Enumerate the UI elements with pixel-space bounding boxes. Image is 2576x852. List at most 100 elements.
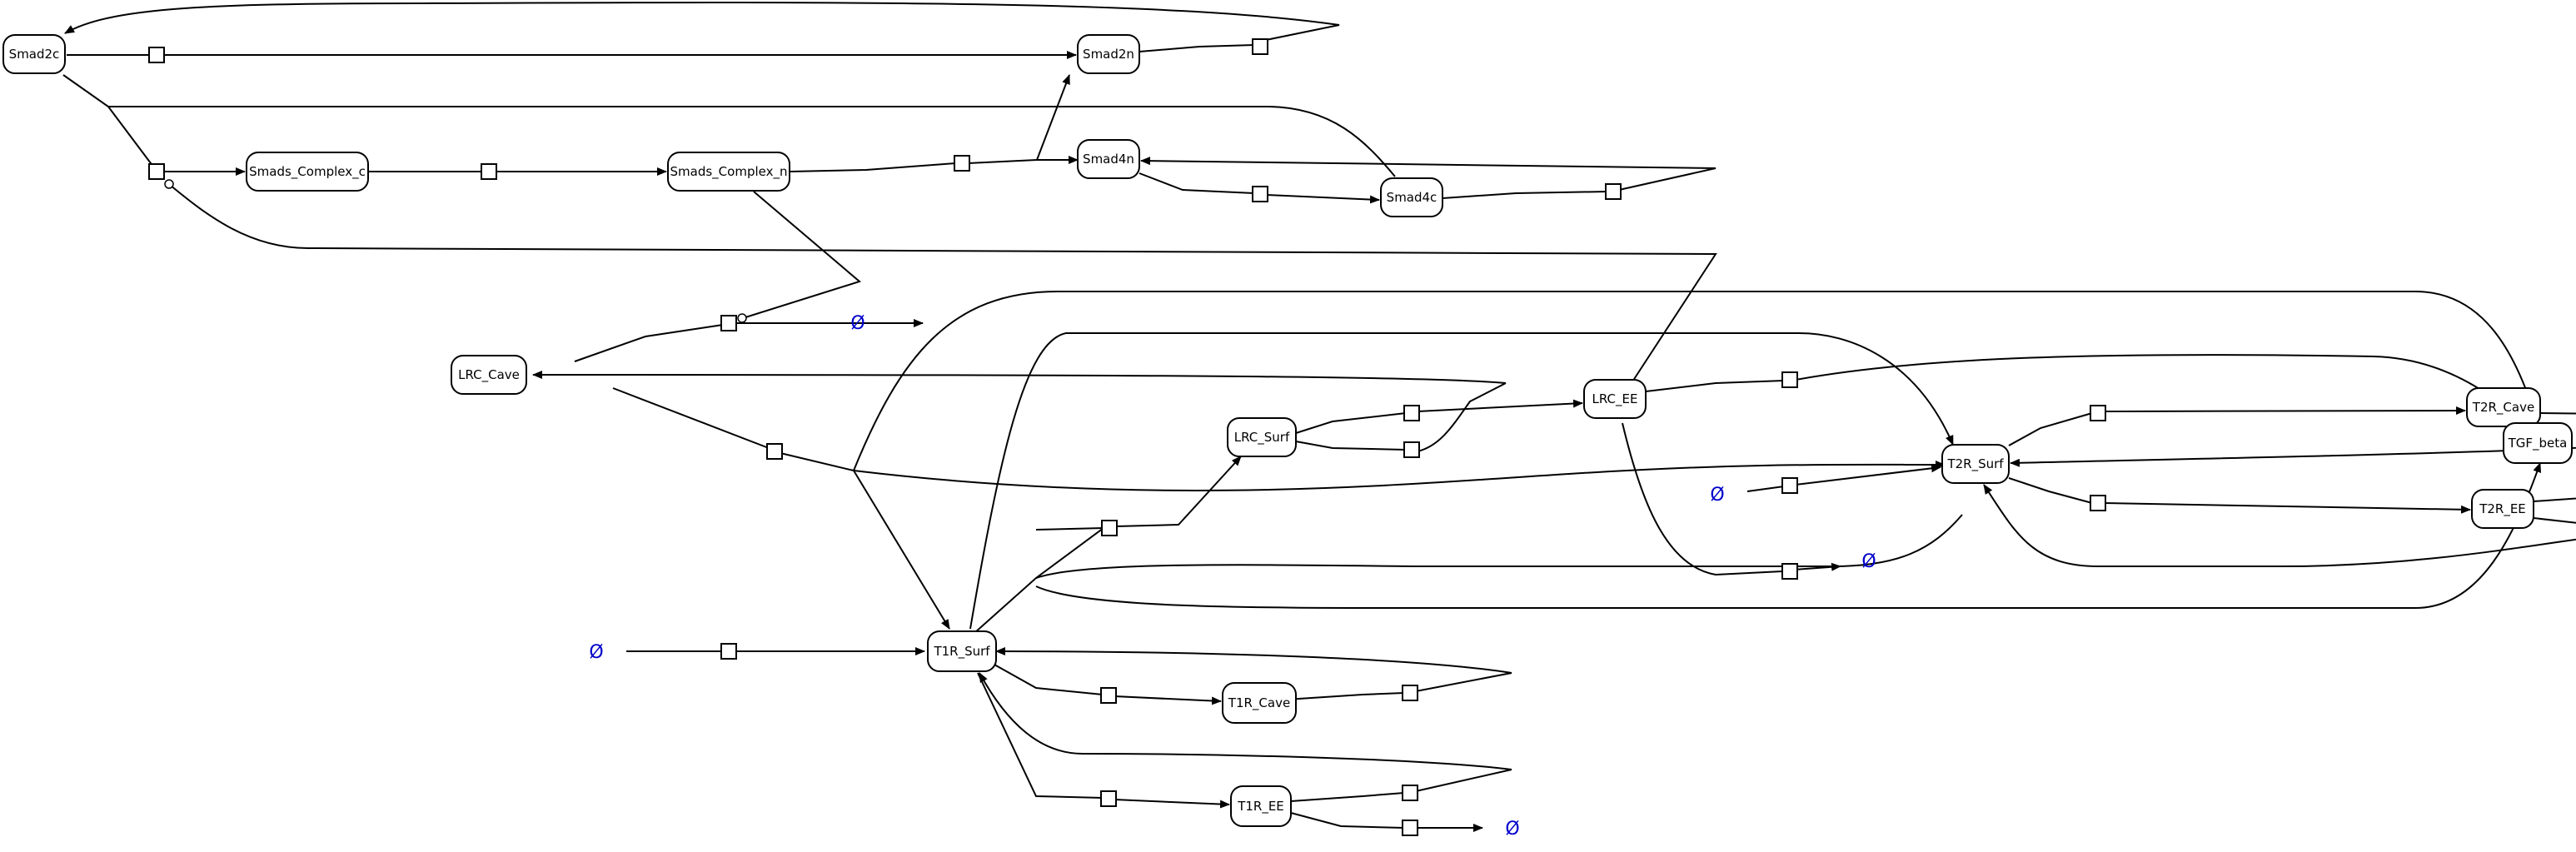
node-tgf-beta[interactable]: TGF_beta	[2503, 422, 2573, 464]
node-box	[1583, 379, 1647, 419]
process-node	[481, 163, 497, 180]
edge	[62, 74, 154, 167]
node-label: T2R_EE	[2479, 501, 2526, 517]
edge	[780, 452, 855, 471]
node-t1r-surf[interactable]: T1R_Surf	[927, 630, 997, 672]
process-node	[1403, 405, 1420, 421]
edge	[1290, 812, 1405, 829]
node-t1r-cave[interactable]: T1R_Cave	[1222, 682, 1297, 724]
node-box	[1227, 417, 1297, 457]
edge	[1793, 562, 1841, 571]
empty-set-symbols: Ø Ø Ø Ø Ø Ø	[589, 313, 1876, 840]
edge	[979, 672, 1512, 792]
edge	[2008, 477, 2093, 504]
edge	[1295, 441, 1407, 451]
process-node	[720, 315, 737, 331]
process-node	[766, 443, 783, 460]
node-label: Smad2n	[1083, 47, 1134, 62]
edge	[1036, 74, 1070, 161]
node-smad2n[interactable]: Smad2n	[1077, 34, 1140, 74]
edge	[108, 106, 1396, 177]
edge	[969, 332, 1954, 630]
edge	[532, 371, 1507, 384]
edge	[1983, 484, 2576, 567]
node-box	[2466, 387, 2541, 427]
node-lrc-ee[interactable]: LRC_EE	[1583, 379, 1647, 419]
node-label: Smad2c	[9, 47, 60, 62]
edge	[853, 470, 950, 630]
edge	[1417, 399, 1583, 412]
node-label: LRC_Cave	[458, 367, 520, 383]
process-node	[1781, 477, 1798, 494]
process-node	[1781, 563, 1798, 580]
edge	[1139, 172, 1255, 194]
node-box	[1941, 444, 2010, 484]
edge	[1442, 191, 1608, 199]
node-box	[1077, 34, 1140, 74]
edge	[2008, 412, 2093, 446]
species-nodes: Smad2c Smad2n Smads_Complex_c Smads_Comp…	[2, 34, 2573, 827]
process-node	[148, 47, 165, 63]
edge	[1285, 692, 1405, 700]
process-node	[1402, 785, 1418, 801]
node-smad2c[interactable]: Smad2c	[2, 34, 66, 74]
node-box	[1077, 139, 1140, 179]
process-node	[2090, 405, 2106, 421]
empty-set-symbol: Ø	[1710, 485, 1724, 506]
process-node	[1402, 685, 1418, 701]
empty-set-symbol: Ø	[589, 642, 603, 663]
node-label: T1R_Cave	[1228, 695, 1290, 711]
modifier-circle	[164, 179, 174, 189]
edge	[1417, 382, 1507, 452]
edge	[1295, 412, 1407, 434]
node-label: Smad4n	[1083, 152, 1134, 167]
process-node	[1101, 520, 1118, 536]
process-node	[720, 643, 737, 660]
node-label: T2R_Cave	[2472, 400, 2534, 416]
node-smad4n[interactable]: Smad4n	[1077, 139, 1140, 179]
node-smads-complex-n[interactable]: Smads_Complex_n	[667, 152, 790, 192]
edge	[995, 647, 1512, 692]
edge	[1140, 157, 1717, 191]
node-label: Smads_Complex_n	[670, 164, 788, 180]
node-box	[2471, 489, 2534, 529]
edge	[1114, 695, 1222, 705]
edge	[1035, 527, 1104, 531]
edge	[169, 184, 1717, 389]
node-t2r-surf[interactable]: T2R_Surf	[1941, 444, 2010, 484]
edge	[574, 324, 724, 362]
node-t1r-ee[interactable]: T1R_EE	[1230, 785, 1292, 827]
edge	[2103, 502, 2471, 514]
edge	[789, 162, 957, 172]
empty-set-symbol: Ø	[1861, 551, 1876, 572]
process-node	[1252, 186, 1268, 202]
edge	[2533, 497, 2576, 502]
empty-set-symbol: Ø	[1505, 819, 1519, 840]
process-node	[1100, 687, 1117, 704]
node-box	[1230, 785, 1292, 827]
edge	[853, 291, 2539, 471]
process-node	[1403, 441, 1420, 458]
node-label: Smads_Complex_c	[249, 164, 366, 180]
node-smad4c[interactable]: Smad4c	[1380, 177, 1443, 217]
process-node	[1252, 38, 1268, 55]
edge	[612, 387, 770, 449]
node-lrc-surf[interactable]: LRC_Surf	[1227, 417, 1297, 457]
edges	[62, 2, 2576, 832]
edge	[1290, 792, 1405, 802]
edge	[1645, 380, 1785, 392]
edge	[742, 191, 862, 319]
process-node	[1100, 790, 1117, 807]
node-smads-complex-c[interactable]: Smads_Complex_c	[246, 152, 369, 192]
process-node	[954, 155, 970, 172]
node-label: T1R_Surf	[933, 644, 990, 660]
edge	[1139, 44, 1255, 52]
node-lrc-cave[interactable]: LRC_Cave	[451, 355, 527, 395]
node-label: Smad4c	[1387, 190, 1437, 205]
node-t2r-ee[interactable]: T2R_EE	[2471, 489, 2534, 529]
edge	[1746, 486, 1785, 492]
edge	[977, 672, 1104, 799]
node-t2r-cave[interactable]: T2R_Cave	[2466, 387, 2541, 427]
edge	[967, 159, 1038, 164]
